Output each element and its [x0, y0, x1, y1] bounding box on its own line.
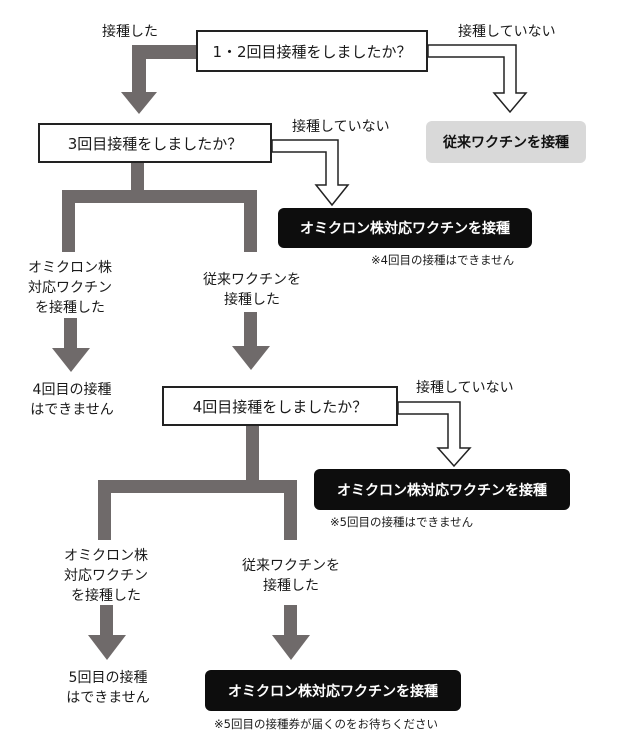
label-q3-omicron-line1: オミクロン株 — [64, 548, 148, 564]
label-q3-omicron-line3: を接種した — [71, 588, 141, 604]
outcome-no-5th-line1: 5回目の接種 — [68, 670, 148, 686]
arrow-q2-no — [271, 139, 350, 207]
outcome-no-5th: 5回目の接種 はできません — [56, 668, 160, 708]
label-q2-conventional-line2: 接種した — [224, 292, 280, 308]
label-q2-omicron-line3: を接種した — [35, 300, 105, 316]
question-3: 4回目接種をしましたか？ — [162, 386, 398, 426]
arrow-q2-branches — [52, 162, 270, 372]
label-q2-omicron-line2: 対応ワクチン — [28, 280, 112, 296]
outcome-no-4th: 4回目の接種 はできません — [20, 380, 124, 420]
label-q1-no: 接種していない — [458, 24, 556, 40]
result-omicron-1: オミクロン株対応ワクチンを接種 — [278, 208, 532, 248]
label-q2-conventional: 従来ワクチンを 接種した — [196, 270, 308, 310]
label-q3-omicron-line2: 対応ワクチン — [64, 568, 148, 584]
result-conventional: 従来ワクチンを接種 — [426, 121, 586, 163]
label-q3-conventional-line1: 従来ワクチンを — [242, 558, 340, 574]
outcome-no-4th-line1: 4回目の接種 — [32, 382, 112, 398]
arrow-q3-branches — [88, 425, 310, 660]
label-q3-conventional-line2: 接種した — [263, 578, 319, 594]
question-1: 1・2回目接種をしましたか？ — [196, 30, 428, 72]
label-q3-conventional: 従来ワクチンを 接種した — [232, 556, 350, 596]
label-q3-omicron: オミクロン株 対応ワクチン を接種した — [50, 546, 162, 606]
label-q2-omicron-line1: オミクロン株 — [28, 260, 112, 276]
label-q2-conventional-line1: 従来ワクチンを — [203, 272, 301, 288]
note-5th-ticket: ※5回目の接種券が届くのをお待ちください — [214, 717, 438, 731]
result-omicron-2: オミクロン株対応ワクチンを接種 — [314, 469, 570, 510]
arrow-q1-yes — [121, 45, 196, 114]
label-q3-no: 接種していない — [416, 380, 514, 396]
outcome-no-5th-line2: はできません — [66, 690, 150, 706]
outcome-no-4th-line2: はできません — [30, 402, 114, 418]
question-2: 3回目接種をしましたか？ — [38, 123, 272, 163]
note-4th: ※4回目の接種はできません — [371, 253, 515, 267]
result-omicron-3: オミクロン株対応ワクチンを接種 — [205, 670, 461, 711]
arrow-q1-no — [427, 44, 528, 114]
label-q2-omicron: オミクロン株 対応ワクチン を接種した — [14, 258, 126, 318]
note-5th: ※5回目の接種はできません — [330, 515, 474, 529]
arrow-q3-no — [397, 401, 472, 468]
label-q1-yes: 接種した — [102, 24, 158, 40]
label-q2-no: 接種していない — [292, 119, 390, 135]
